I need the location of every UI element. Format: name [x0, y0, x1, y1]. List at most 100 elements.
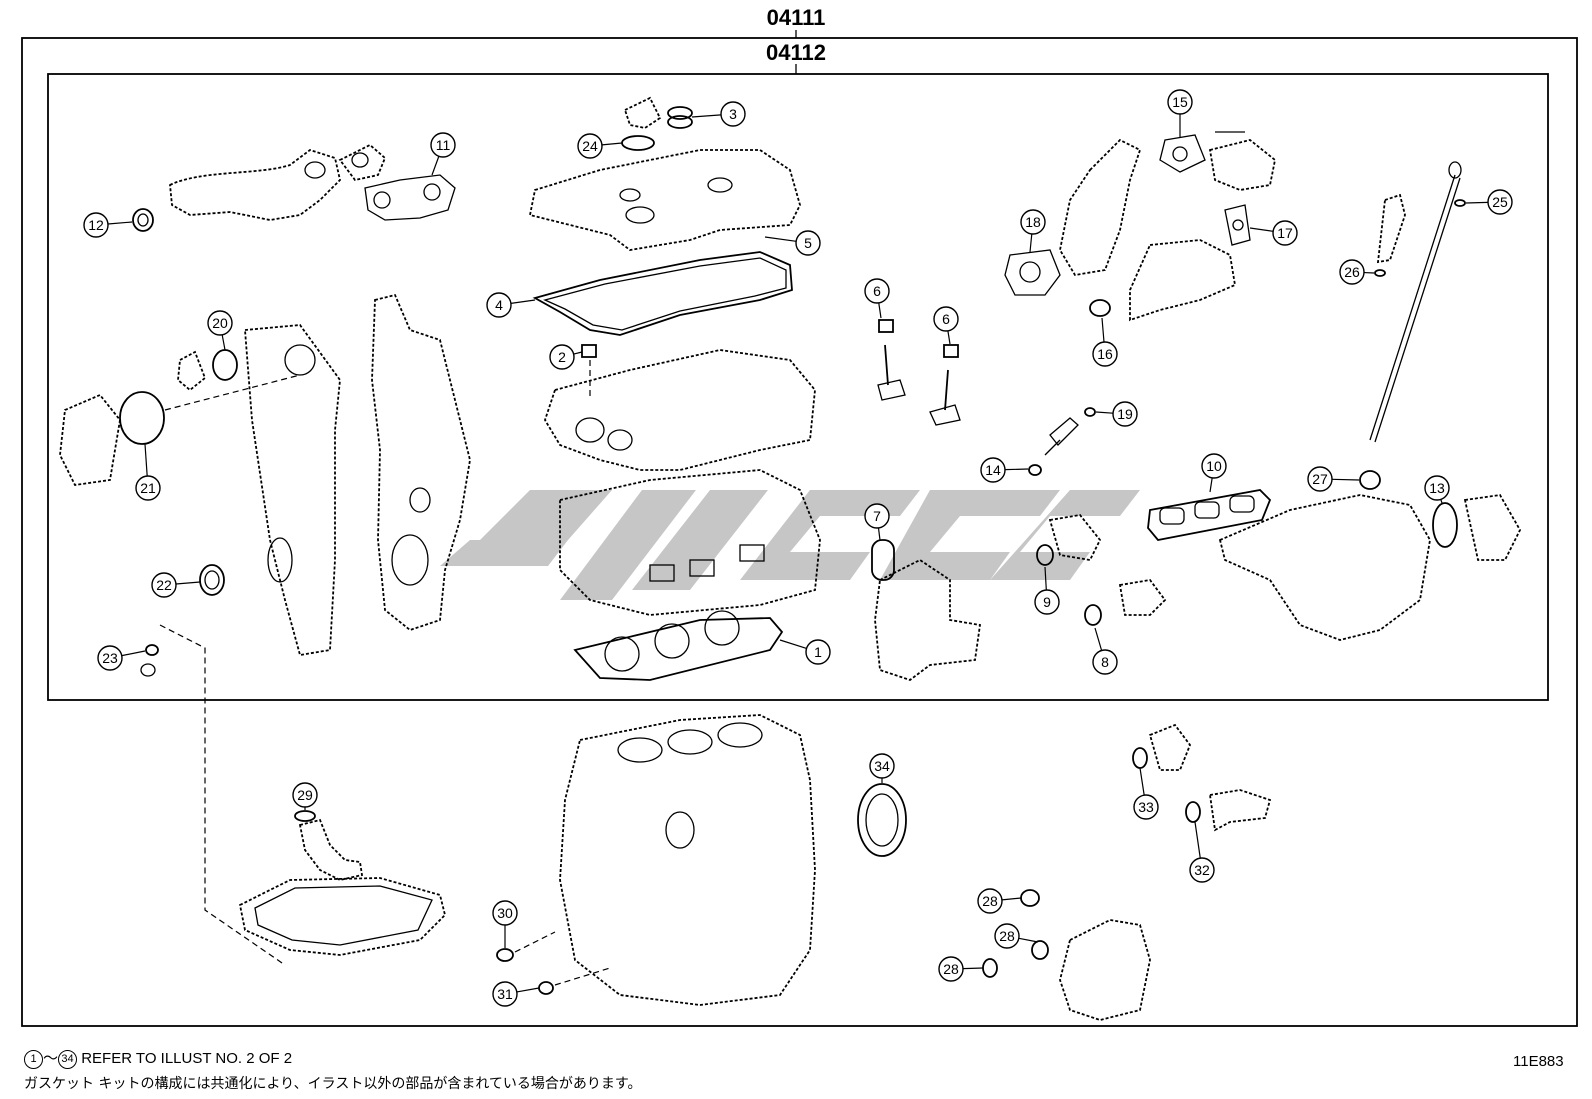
callout-7: 7 [864, 503, 890, 541]
callout-circle [1272, 220, 1298, 246]
callout-4: 4 [486, 292, 536, 318]
callout-leader-line [1249, 227, 1274, 232]
callout-number: 7 [873, 508, 881, 524]
callout-14: 14 [980, 457, 1029, 483]
illustration-id: 11E883 [1513, 1053, 1564, 1070]
callout-leader-line [573, 351, 583, 355]
callout-31: 31 [492, 981, 540, 1007]
callout-19: 19 [1095, 401, 1138, 427]
callout-circle [549, 344, 575, 370]
gasket-18 [1004, 249, 1061, 296]
callout-27: 27 [1307, 466, 1360, 492]
callout-number: 2 [558, 349, 566, 365]
callout-number: 25 [1492, 194, 1508, 210]
callout-number: 1 [814, 644, 822, 660]
rear-oil-seal-34 [857, 783, 907, 857]
callout-number: 3 [729, 106, 737, 122]
callout-25: 25 [1465, 189, 1513, 215]
callout-circle [486, 292, 512, 318]
intake-manifold [1218, 494, 1522, 641]
callout-number: 6 [873, 283, 881, 299]
callout-number: 27 [1312, 471, 1328, 487]
callout-3: 3 [691, 101, 746, 127]
callout-1: 1 [779, 639, 831, 665]
callout-number: 28 [943, 961, 959, 977]
range-end-badge: 34 [58, 1049, 78, 1069]
callout-circle [1424, 475, 1450, 501]
callout-13: 13 [1424, 475, 1450, 504]
callout-number: 6 [942, 311, 950, 327]
callout-leader-line [1094, 627, 1103, 651]
callout-number: 30 [497, 905, 513, 921]
callout-leader-line [1004, 468, 1029, 471]
callout-circle [207, 310, 233, 336]
callout-number: 29 [297, 787, 313, 803]
callout-leader-line [601, 142, 623, 146]
callout-circle [1092, 649, 1118, 675]
callout-circle [97, 645, 123, 671]
callout-34: 34 [869, 753, 895, 783]
callout-number: 20 [212, 315, 228, 331]
callout-number: 14 [985, 462, 1001, 478]
o-ring-27 [1359, 470, 1381, 490]
callout-leader-line [107, 221, 133, 225]
callout-18: 18 [1020, 209, 1046, 253]
callout-leader-line [431, 156, 440, 176]
callout-circle [577, 133, 603, 159]
callout-leader-line [1044, 566, 1047, 591]
cylinder-head-lower [559, 469, 821, 616]
callout-15: 15 [1167, 89, 1193, 138]
callout-number: 17 [1277, 225, 1293, 241]
callout-circle [292, 782, 318, 808]
o-ring-31 [538, 967, 611, 995]
outer-kit-code: 04111 [766, 5, 826, 30]
valve-6-left [877, 319, 906, 401]
callout-leader-line [877, 527, 881, 541]
callout-number: 33 [1138, 799, 1154, 815]
callout-number: 28 [982, 893, 998, 909]
callout-number: 10 [1206, 458, 1222, 474]
callout-29: 29 [292, 782, 318, 810]
callout-leader-line [947, 330, 951, 345]
callout-circle [977, 888, 1003, 914]
callout-leader-line [221, 334, 226, 351]
footer-reference-note: 1～34 REFER TO ILLUST NO. 2 OF 2 [24, 1047, 292, 1069]
callout-number: 13 [1429, 480, 1445, 496]
water-pump-cover [59, 350, 207, 486]
water-outlet [871, 539, 982, 682]
hoses-28 [982, 889, 1151, 1021]
callout-number: 34 [874, 758, 890, 774]
callout-number: 18 [1025, 214, 1041, 230]
callout-leader-line [1331, 478, 1360, 481]
callout-28: 28 [994, 923, 1039, 949]
oil-seal-12 [132, 208, 154, 232]
callout-leader-line [1194, 821, 1201, 859]
exhaust-gasket [364, 174, 456, 221]
callout-23: 23 [97, 645, 146, 671]
head-gasket [573, 610, 784, 681]
callout-6: 6 [864, 278, 890, 319]
callout-leader-line [510, 299, 536, 304]
callout-30: 30 [492, 900, 518, 948]
callout-17: 17 [1249, 220, 1298, 246]
callout-circle [492, 900, 518, 926]
callout-circle [1339, 259, 1365, 285]
callout-number: 21 [140, 480, 156, 496]
timing-chain-cover [371, 293, 471, 632]
callout-circle [938, 956, 964, 982]
range-start-badge: 1 [24, 1049, 43, 1069]
callout-number: 19 [1117, 406, 1133, 422]
callout-circle [1034, 589, 1060, 615]
callout-6: 6 [933, 306, 959, 345]
callout-number: 11 [436, 137, 451, 153]
callout-leader-line [144, 443, 148, 477]
footer-japanese-note: ガスケット キットの構成には共通化により、イラスト以外の部品が含まれている場合が… [24, 1076, 642, 1092]
callout-leader-line [516, 987, 540, 993]
callout-11: 11 [430, 132, 456, 176]
callout-21: 21 [135, 443, 161, 501]
callout-32: 32 [1189, 821, 1215, 883]
callout-leader-line [121, 650, 146, 657]
callout-circle [980, 457, 1006, 483]
callout-circle [1487, 189, 1513, 215]
callout-number: 32 [1194, 862, 1210, 878]
